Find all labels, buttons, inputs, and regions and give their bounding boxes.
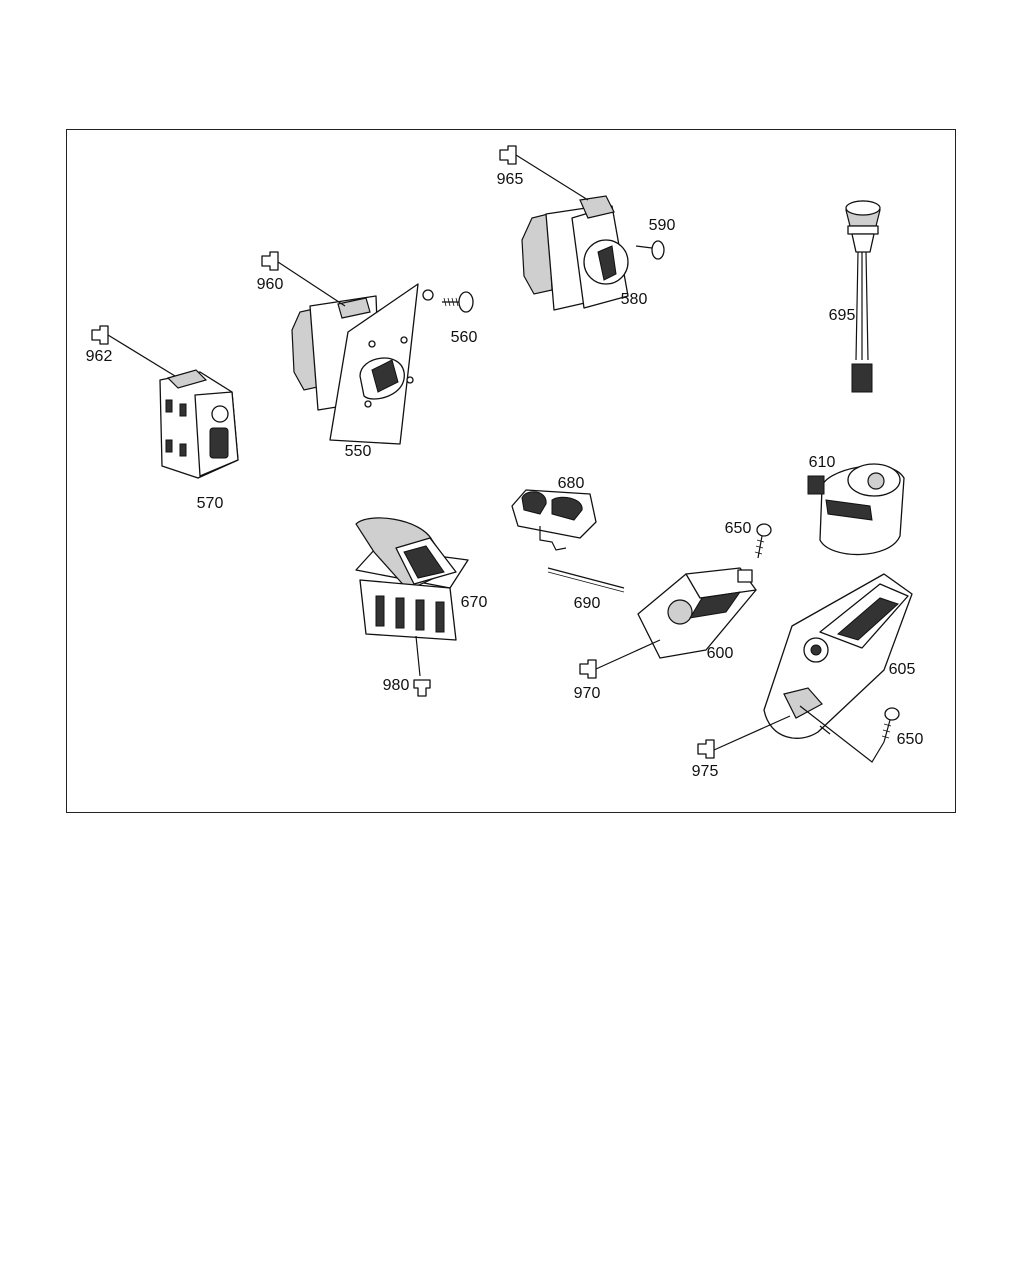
- part-690-strip: [547, 567, 625, 593]
- label-970: 970: [573, 685, 601, 702]
- connector-960-icon: [261, 251, 346, 307]
- part-650-screw-lower: [799, 705, 900, 763]
- label-600: 600: [706, 645, 734, 662]
- connector-980-icon: [413, 635, 431, 697]
- part-670-rocker-switch: [355, 517, 469, 641]
- connector-965-icon: [499, 145, 589, 201]
- label-610: 610: [808, 454, 836, 471]
- part-590-screw: [635, 240, 665, 260]
- label-570: 570: [196, 495, 224, 512]
- label-975: 975: [691, 763, 719, 780]
- part-650-screw-upper: [754, 523, 772, 559]
- part-560-screw: [442, 291, 474, 313]
- label-605: 605: [888, 661, 916, 678]
- connector-970-icon: [579, 639, 661, 679]
- part-695-push-button: [845, 200, 881, 393]
- connector-962-icon: [91, 325, 176, 377]
- label-680: 680: [557, 475, 585, 492]
- part-550-light-switch: [291, 283, 434, 445]
- label-590: 590: [648, 217, 676, 234]
- part-605-lock-housing: [763, 573, 913, 739]
- label-960: 960: [256, 276, 284, 293]
- label-965: 965: [496, 171, 524, 188]
- label-550: 550: [344, 443, 372, 460]
- part-600-control-unit: [637, 567, 757, 659]
- label-670: 670: [460, 594, 488, 611]
- diagram-frame: [66, 129, 956, 813]
- label-980: 980: [382, 677, 410, 694]
- label-650-lower: 650: [896, 731, 924, 748]
- label-560: 560: [450, 329, 478, 346]
- part-680-window-switch: [511, 489, 597, 551]
- label-650-upper: 650: [724, 520, 752, 537]
- part-610-lock-cylinder: [807, 463, 905, 556]
- label-690: 690: [573, 595, 601, 612]
- label-695: 695: [828, 307, 856, 324]
- part-570-range-switch: [159, 369, 239, 479]
- label-962: 962: [85, 348, 113, 365]
- connector-975-icon: [697, 715, 791, 759]
- label-580: 580: [620, 291, 648, 308]
- part-580-rotary-switch: [521, 195, 629, 311]
